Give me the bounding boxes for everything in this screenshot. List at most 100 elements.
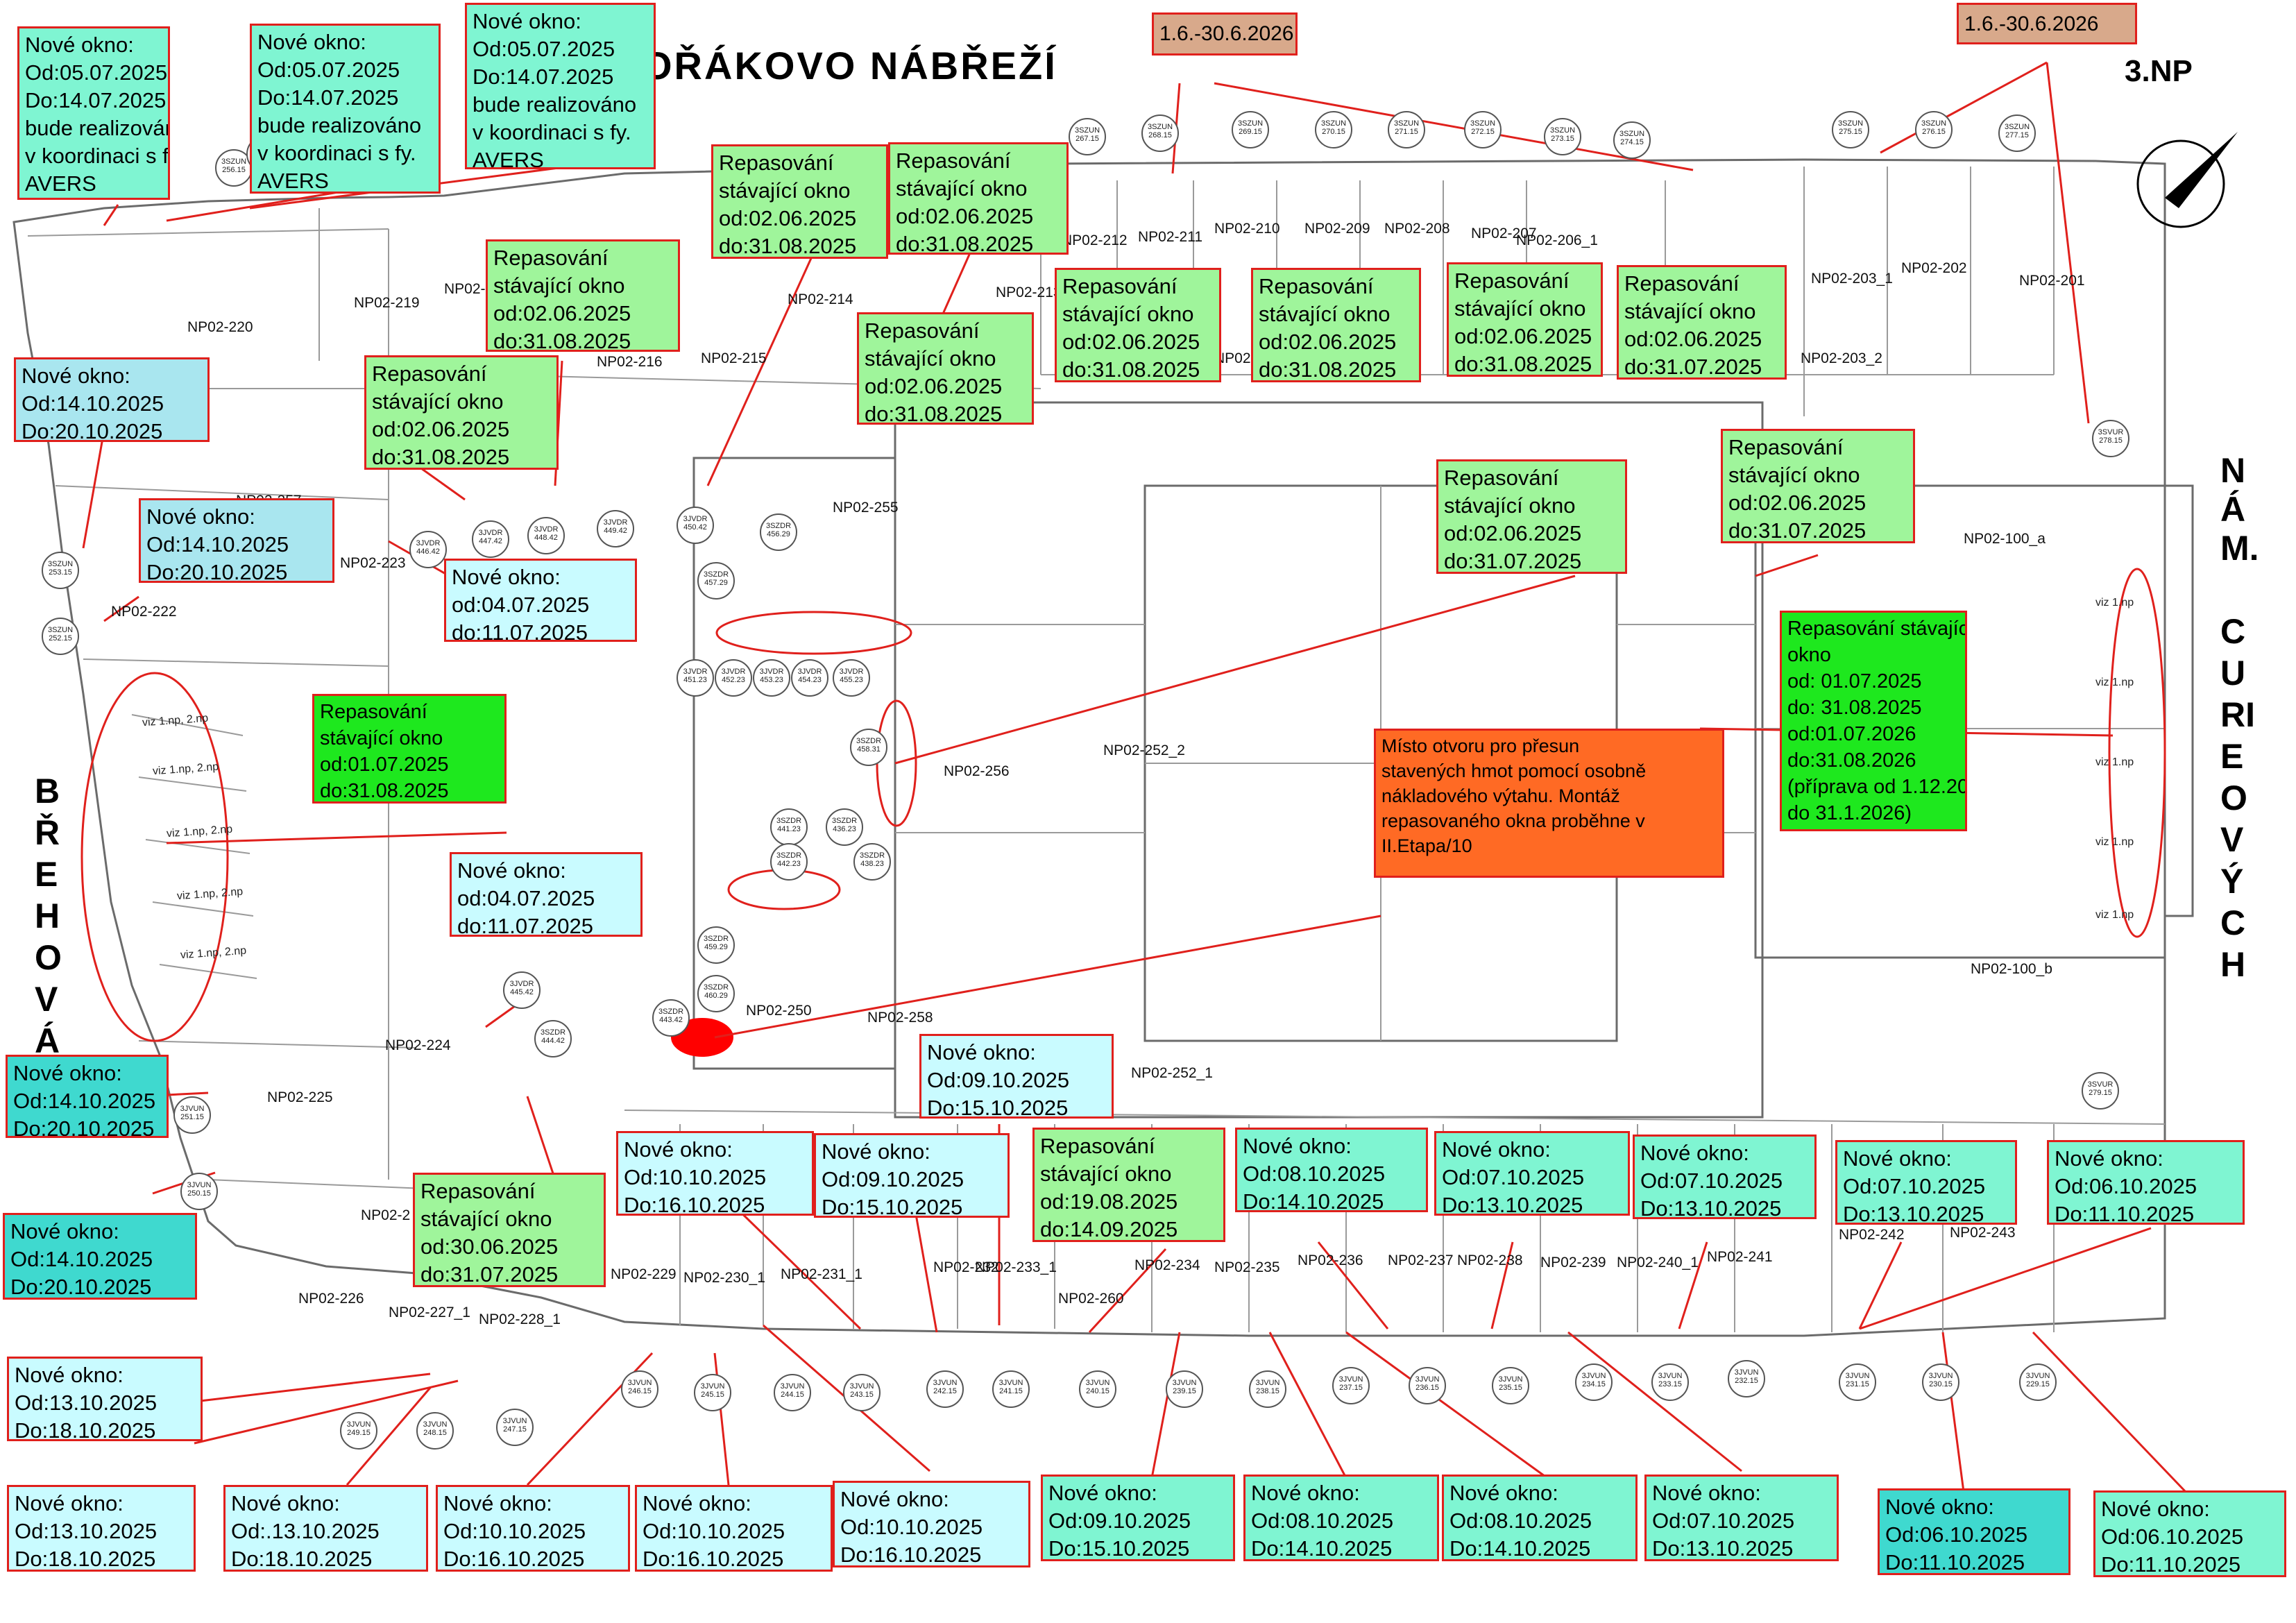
callout-c32: Nové okno: Od:07.10.2025 Do:13.10.2025 xyxy=(1434,1131,1630,1216)
room-label: NP02-225 xyxy=(267,1089,333,1105)
window-tag: 3SZDR 459.29 xyxy=(697,926,735,964)
window-tag: 3SZDR 460.29 xyxy=(697,975,735,1012)
window-tag: 3SZDR 444.42 xyxy=(534,1020,572,1057)
room-label: NP02-252_2 xyxy=(1103,742,1185,758)
callout-c09: Repasování stávající okno od:02.06.2025 … xyxy=(857,312,1034,425)
callout-c24: Nové okno: Od:14.10.2025 Do:20.10.2025 xyxy=(6,1055,169,1138)
callout-c44: Nové okno: Od:08.10.2025 Do:14.10.2025 xyxy=(1442,1475,1638,1561)
window-tag: 3JVUN 242.15 xyxy=(926,1370,964,1408)
window-tag: 3JVDR 449.42 xyxy=(597,510,634,547)
callout-c14: Repasování stávající okno od:02.06.2025 … xyxy=(1617,265,1787,380)
room-label: NP02-224 xyxy=(385,1037,451,1053)
room-label: NP02-243 xyxy=(1950,1225,2016,1241)
floor-label: 3.NP xyxy=(2125,54,2193,88)
room-label: NP02-239 xyxy=(1540,1255,1606,1271)
window-tag: 3JVDR 451.23 xyxy=(677,659,714,697)
stair-windows-ellipse-1 xyxy=(715,611,912,655)
room-label: NP02-252_1 xyxy=(1131,1065,1213,1081)
window-tag: 3JVDR 450.42 xyxy=(677,507,714,544)
room-label: NP02-241 xyxy=(1707,1249,1773,1265)
room-label: NP02-201 xyxy=(2019,273,2085,289)
window-tag: 3JVUN 233.15 xyxy=(1651,1363,1689,1401)
room-label: NP02-203_1 xyxy=(1811,271,1893,287)
callout-c19: Repasování stávající okno od:02.06.2025 … xyxy=(1721,429,1915,543)
room-label: NP02-203_2 xyxy=(1801,350,1882,366)
callout-c18: Repasování stávající okno od:02.06.2025 … xyxy=(1436,459,1627,574)
window-tag: 3JVUN 236.15 xyxy=(1409,1367,1446,1404)
window-tag: 3SVUR 278.15 xyxy=(2092,420,2129,457)
callout-c36: Nové okno: Od:13.10.2025 Do:18.10.2025 xyxy=(7,1357,203,1441)
room-label: NP02-229 xyxy=(611,1266,677,1282)
room-label: NP02-209 xyxy=(1304,221,1370,237)
street-name-left: BŘEHOVÁ xyxy=(35,772,62,1060)
window-tag: 3SZUN 268.15 xyxy=(1141,114,1179,152)
room-label: NP02-202 xyxy=(1901,260,1967,276)
window-tag: 3JVDR 454.23 xyxy=(791,659,828,697)
callout-c33: Nové okno: Od:07.10.2025 Do:13.10.2025 xyxy=(1633,1135,1817,1219)
callout-c17: Nové okno: od:04.07.2025 do:11.07.2025 xyxy=(444,559,637,642)
window-tag: 3SZDR 441.23 xyxy=(770,808,808,846)
west-windows-ellipse xyxy=(80,672,229,1042)
callout-c05: 1.6.-30.6.2026 xyxy=(1957,3,2137,44)
room-label: NP02-232 xyxy=(933,1259,999,1275)
room-label: NP02-240_1 xyxy=(1617,1255,1699,1271)
window-tag: 3JVUN 237.15 xyxy=(1332,1367,1370,1404)
callout-c16: Nové okno: Od:14.10.2025 Do:20.10.2025 xyxy=(139,498,334,583)
room-label: NP02-100_a xyxy=(1964,531,2046,547)
room-label: NP02-206_1 xyxy=(1516,232,1598,248)
room-label: NP02-250 xyxy=(746,1003,812,1019)
window-tag: 3JVUN 240.15 xyxy=(1079,1370,1116,1408)
callout-c20: Repasování stávající okno od: 01.07.2025… xyxy=(1780,611,1967,831)
callout-c43: Nové okno: Od:08.10.2025 Do:14.10.2025 xyxy=(1243,1475,1439,1561)
room-label: NP02-260 xyxy=(1058,1291,1124,1307)
room-label: NP02-211 xyxy=(1138,229,1203,245)
callout-c25: Nové okno: Od:14.10.2025 Do:20.10.2025 xyxy=(3,1213,197,1300)
callout-c42: Nové okno: Od:09.10.2025 Do:15.10.2025 xyxy=(1041,1475,1235,1561)
window-tag: 3SZUN 253.15 xyxy=(42,552,79,589)
callout-c03: Nové okno: Od:05.07.2025 Do:14.07.2025 b… xyxy=(465,3,656,169)
window-tag: 3JVUN 239.15 xyxy=(1166,1370,1203,1408)
window-tag: 3SZDR 442.23 xyxy=(770,843,808,881)
room-label: NP02-231_1 xyxy=(781,1266,862,1282)
window-tag: 3JVUN 230.15 xyxy=(1922,1363,1959,1401)
window-tag: 3SZDR 456.29 xyxy=(760,513,797,551)
room-label: NP02-219 xyxy=(354,295,420,311)
callout-c08: Repasování stávající okno od:02.06.2025 … xyxy=(486,239,680,352)
street-name-top: OŘÁKOVO NÁBŘEŽÍ xyxy=(642,44,1057,87)
room-label: NP02-208 xyxy=(1384,221,1450,237)
callout-c30: Repasování stávající okno od:19.08.2025 … xyxy=(1032,1128,1225,1242)
window-tag: 3JVUN 244.15 xyxy=(774,1374,811,1411)
window-tag: 3SZUN 275.15 xyxy=(1832,111,1869,148)
callout-c23: Nové okno: od:04.07.2025 do:11.07.2025 xyxy=(450,852,643,937)
callout-c28: Nové okno: Od:10.10.2025 Do:16.10.2025 xyxy=(616,1131,814,1216)
room-label: NP02-237 xyxy=(1388,1252,1454,1268)
room-label: NP02-230_1 xyxy=(683,1270,765,1286)
callout-c02: Nové okno: Od:05.07.2025 Do:14.07.2025 b… xyxy=(250,24,441,194)
room-label: NP02-210 xyxy=(1214,221,1280,237)
room-label: NP02-228_1 xyxy=(479,1311,561,1327)
callout-c47: Nové okno: Od:06.10.2025 Do:11.10.2025 xyxy=(2093,1490,2286,1577)
window-tag: 3SZDR 458.31 xyxy=(850,729,887,766)
compass-icon xyxy=(2136,132,2238,228)
window-tag: 3JVUN 248.15 xyxy=(416,1412,454,1450)
window-tag: 3SZUN 273.15 xyxy=(1544,118,1581,155)
window-tag: 3SZDR 443.42 xyxy=(652,999,690,1037)
callout-c46: Nové okno: Od:06.10.2025 Do:11.10.2025 xyxy=(1878,1488,2070,1575)
room-label: NP02-226 xyxy=(298,1291,364,1307)
room-label: NP02-256 xyxy=(944,763,1010,779)
window-tag: 3JVUN 250.15 xyxy=(180,1173,218,1210)
callout-c35: Nové okno: Od:06.10.2025 Do:11.10.2025 xyxy=(2047,1140,2245,1225)
callout-c12: Repasování stávající okno od:02.06.2025 … xyxy=(1447,262,1603,377)
room-label: NP02-222 xyxy=(111,604,177,620)
room-label: NP02-238 xyxy=(1457,1252,1523,1268)
room-label: NP02-223 xyxy=(340,555,406,571)
callout-c37: Nové okno: Od:13.10.2025 Do:18.10.2025 xyxy=(7,1485,196,1572)
window-tag: 3SZUN 274.15 xyxy=(1613,121,1651,159)
room-label: NP02-215 xyxy=(701,350,767,366)
east-window-note: viz 1.np xyxy=(2095,677,2134,688)
room-label: NP02-227_1 xyxy=(389,1305,470,1320)
callout-c11: Repasování stávající okno od:02.06.2025 … xyxy=(1251,268,1421,382)
window-tag: 3JVDR 446.42 xyxy=(409,531,447,568)
window-tag: 3SZDR 436.23 xyxy=(826,808,863,846)
callout-c41: Nové okno: Od:10.10.2025 Do:16.10.2025 xyxy=(833,1481,1030,1567)
